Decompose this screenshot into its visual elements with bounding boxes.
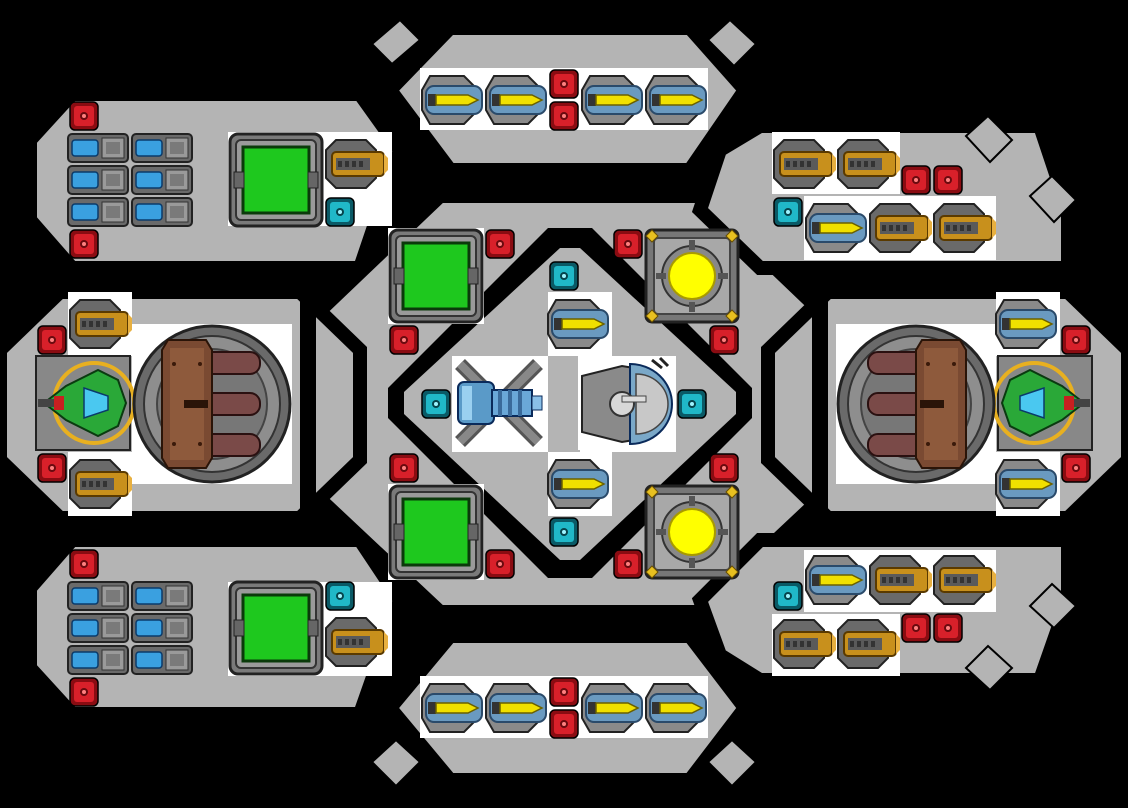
battery-cell[interactable] [131, 613, 193, 643]
battery-cell[interactable] [131, 581, 193, 611]
armor-plates [370, 18, 1078, 788]
cyan-node[interactable] [421, 389, 451, 419]
battery-cell[interactable] [131, 197, 193, 227]
yellow-reactor[interactable] [644, 484, 740, 580]
fighter-drone[interactable] [992, 354, 1094, 452]
green-console[interactable] [228, 132, 324, 228]
battery-cell[interactable] [67, 581, 129, 611]
green-console[interactable] [388, 484, 484, 580]
red-node[interactable] [485, 549, 515, 579]
cyan-node[interactable] [773, 581, 803, 611]
red-node[interactable] [549, 69, 579, 99]
green-console[interactable] [228, 580, 324, 676]
red-node[interactable] [69, 549, 99, 579]
red-node[interactable] [933, 613, 963, 643]
red-node[interactable] [549, 709, 579, 739]
cyan-node[interactable] [773, 197, 803, 227]
green-console[interactable] [388, 228, 484, 324]
red-node[interactable] [709, 325, 739, 355]
red-node[interactable] [37, 325, 67, 355]
red-node[interactable] [69, 229, 99, 259]
red-node[interactable] [901, 165, 931, 195]
battery-cell[interactable] [131, 133, 193, 163]
blue-engine[interactable] [452, 356, 546, 450]
battery-cell[interactable] [67, 133, 129, 163]
red-node[interactable] [485, 229, 515, 259]
red-node[interactable] [37, 453, 67, 483]
battery-cell[interactable] [131, 645, 193, 675]
cyan-node[interactable] [677, 389, 707, 419]
cyan-node[interactable] [549, 261, 579, 291]
red-node[interactable] [549, 101, 579, 131]
red-node[interactable] [613, 229, 643, 259]
cyan-node[interactable] [325, 197, 355, 227]
heavy-cannon[interactable] [132, 324, 292, 484]
battery-cell[interactable] [131, 165, 193, 195]
red-node[interactable] [389, 453, 419, 483]
red-node[interactable] [1061, 325, 1091, 355]
red-node[interactable] [613, 549, 643, 579]
red-node[interactable] [1061, 453, 1091, 483]
red-node[interactable] [69, 677, 99, 707]
battery-cell[interactable] [67, 613, 129, 643]
cyan-node[interactable] [549, 517, 579, 547]
yellow-reactor[interactable] [644, 228, 740, 324]
red-node[interactable] [69, 101, 99, 131]
radar-dome[interactable] [576, 354, 678, 452]
fighter-drone[interactable] [34, 354, 136, 452]
red-node[interactable] [389, 325, 419, 355]
heavy-cannon[interactable] [836, 324, 996, 484]
red-node[interactable] [709, 453, 739, 483]
red-node[interactable] [549, 677, 579, 707]
battery-cell[interactable] [67, 165, 129, 195]
battery-cell[interactable] [67, 645, 129, 675]
red-node[interactable] [933, 165, 963, 195]
cyan-node[interactable] [325, 581, 355, 611]
red-node[interactable] [901, 613, 931, 643]
battery-cell[interactable] [67, 197, 129, 227]
